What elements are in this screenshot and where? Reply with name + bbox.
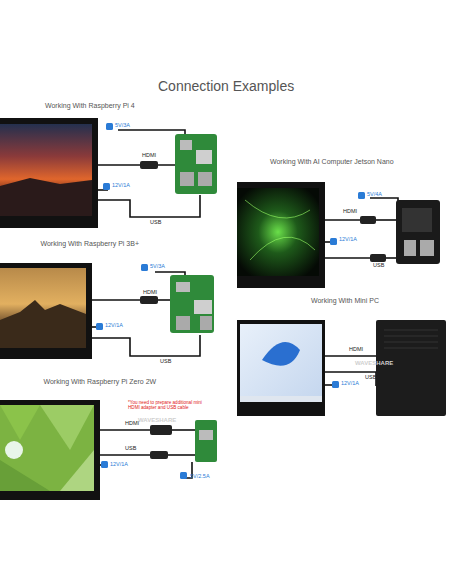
power-label: 12V/1A: [105, 322, 123, 328]
diagram-title: Connection Examples: [158, 78, 294, 94]
cable-label: USB: [160, 358, 171, 364]
power-label: 5V/4A: [367, 191, 382, 197]
cable-label: USB: [150, 219, 161, 225]
cable-label: HDMI: [143, 289, 157, 295]
cable-label: USB: [125, 445, 136, 451]
watermark: WAVESHARE: [355, 360, 393, 367]
cable-label: HDMI: [125, 420, 139, 426]
power-label: 5V/2.5A: [190, 473, 210, 479]
note: *You need to prepare additional mini HDM…: [128, 400, 210, 411]
section-heading: Working With Raspberry Pi 3B+: [41, 240, 140, 248]
power-label: 12V/1A: [341, 380, 359, 386]
cable-label: HDMI: [343, 208, 357, 214]
cable-label: USB: [365, 374, 376, 380]
cable-label: HDMI: [142, 152, 156, 158]
power-label: 12V/1A: [110, 461, 128, 467]
power-label: 12V/1A: [339, 236, 357, 242]
section-heading: Working With Raspberry Pi 4: [45, 102, 135, 110]
section-heading: Working With Raspberry Pi Zero 2W: [44, 378, 157, 386]
watermark: WAVESHARE: [138, 417, 176, 424]
cable-label: USB: [373, 262, 384, 268]
power-label: 12V/1A: [112, 182, 130, 188]
section-heading: Working With AI Computer Jetson Nano: [270, 158, 394, 166]
power-label: 5V/3A: [150, 263, 165, 269]
power-label: 5V/3A: [115, 122, 130, 128]
cable-label: HDMI: [349, 346, 363, 352]
section-heading: Working With Mini PC: [311, 297, 379, 305]
